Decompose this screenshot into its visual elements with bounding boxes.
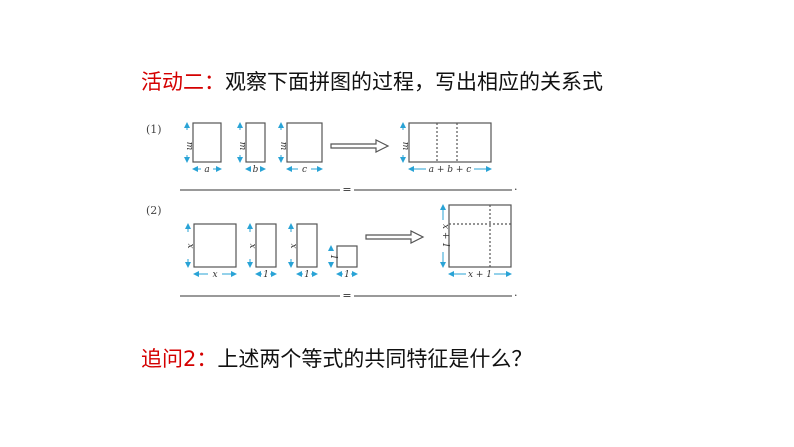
activity-label: 活动二： bbox=[141, 70, 225, 94]
height-label: m bbox=[278, 142, 288, 151]
followup-label: 追问2： bbox=[141, 347, 218, 371]
side-label: x bbox=[288, 243, 298, 248]
height-label: m bbox=[184, 142, 194, 151]
side-label: x bbox=[247, 243, 257, 248]
square-x bbox=[193, 223, 237, 268]
activity-text: 观察下面拼图的过程，写出相应的关系式 bbox=[225, 70, 603, 94]
square-1 bbox=[336, 245, 358, 268]
width-label: c bbox=[302, 165, 307, 175]
part1-number: (1) bbox=[146, 123, 162, 136]
side-label: x bbox=[185, 243, 195, 248]
width-label: 1 bbox=[344, 270, 350, 280]
height-label: m bbox=[237, 142, 247, 151]
combined-square bbox=[448, 204, 512, 268]
followup-text: 上述两个等式的共同特征是什么？ bbox=[217, 347, 533, 371]
equals-sign: = bbox=[342, 289, 351, 302]
rect-x-1 bbox=[255, 223, 277, 268]
width-label: 1 bbox=[263, 270, 269, 280]
rect-m-c bbox=[286, 122, 323, 163]
rect-x-1 bbox=[296, 223, 318, 268]
rect-m-b bbox=[245, 122, 266, 163]
activity-heading: 活动二：观察下面拼图的过程，写出相应的关系式 bbox=[141, 66, 603, 96]
arrow-right-icon bbox=[330, 139, 390, 153]
followup-heading: 追问2：上述两个等式的共同特征是什么？ bbox=[141, 343, 532, 373]
period: . bbox=[514, 286, 518, 299]
combined-width-label: a + b + c bbox=[429, 165, 472, 175]
part2-number: (2) bbox=[146, 204, 162, 217]
rect-m-a bbox=[192, 122, 222, 163]
combined-rect-1 bbox=[408, 122, 492, 163]
width-label: x bbox=[212, 270, 217, 280]
height-label: m bbox=[400, 142, 410, 151]
combined-height-label: x + 1 bbox=[440, 224, 450, 248]
width-label: a bbox=[204, 165, 209, 175]
period: . bbox=[514, 180, 518, 193]
width-label: b bbox=[253, 165, 259, 175]
width-label: 1 bbox=[304, 270, 310, 280]
arrow-right-icon bbox=[365, 230, 425, 244]
combined-width-label: x + 1 bbox=[468, 270, 492, 280]
side-label: 1 bbox=[328, 254, 338, 260]
equals-sign: = bbox=[342, 183, 351, 196]
